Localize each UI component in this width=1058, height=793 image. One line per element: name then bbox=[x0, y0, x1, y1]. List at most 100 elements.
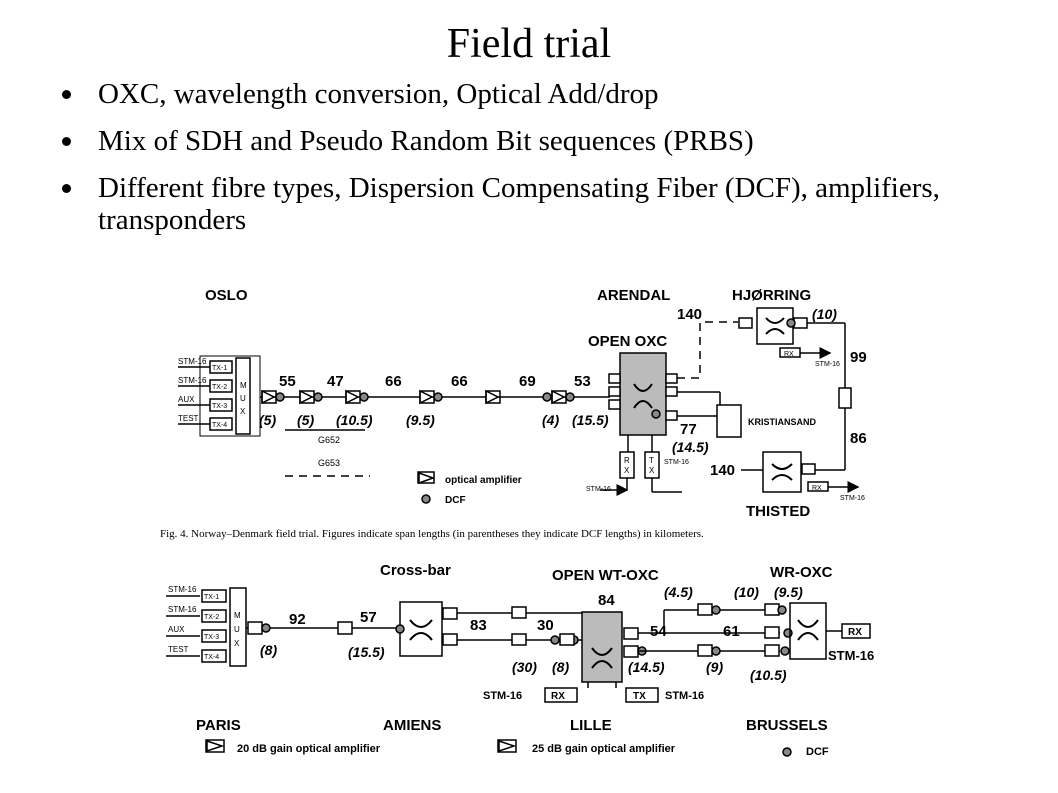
mux-box bbox=[235, 357, 251, 435]
svg-text:TX-1: TX-1 bbox=[204, 594, 219, 601]
dcf-icons bbox=[275, 392, 575, 402]
dcf-label: (10) bbox=[812, 306, 837, 322]
svg-text:TX-4: TX-4 bbox=[212, 422, 227, 429]
dcf-label: (10) bbox=[734, 584, 759, 600]
input-label: TEST bbox=[178, 414, 199, 423]
dcf-label: (15.5) bbox=[572, 412, 609, 428]
dcf-icon bbox=[261, 623, 271, 633]
span-label: 66 bbox=[451, 373, 468, 390]
span-label: 66 bbox=[385, 373, 402, 390]
svg-text:STM-16: STM-16 bbox=[840, 495, 865, 502]
tx-box bbox=[209, 398, 233, 412]
legend-g652: G652 bbox=[318, 435, 340, 445]
bullet-item: Different fibre types, Dispersion Compen… bbox=[58, 172, 1018, 236]
svg-text:T: T bbox=[649, 456, 654, 465]
amplifier-icon bbox=[337, 621, 353, 635]
svg-text:AUX: AUX bbox=[168, 625, 185, 634]
dcf-label: (8) bbox=[552, 659, 569, 675]
node-label-kristiansand: KRISTIANSAND bbox=[748, 417, 817, 427]
span-label: 140 bbox=[677, 306, 702, 323]
svg-text:STM-16: STM-16 bbox=[586, 486, 611, 493]
dcf-label: (5) bbox=[259, 412, 276, 428]
oslo-input-lines bbox=[178, 366, 210, 425]
span-label: 30 bbox=[537, 617, 554, 634]
svg-text:STM-16: STM-16 bbox=[815, 361, 840, 368]
node-label-oslo: OSLO bbox=[205, 287, 248, 304]
oxc-switch-icon bbox=[591, 647, 613, 669]
legend-amp25: 25 dB gain optical amplifier bbox=[532, 743, 676, 755]
span-label: 140 bbox=[710, 462, 735, 479]
svg-text:U: U bbox=[240, 394, 246, 403]
dashed-link bbox=[677, 321, 738, 379]
input-label: AUX bbox=[178, 395, 195, 404]
figure-caption: Fig. 4. Norway–Denmark field trial. Figu… bbox=[160, 528, 704, 540]
dcf-label: (9) bbox=[706, 659, 723, 675]
open-wt-oxc-box bbox=[581, 611, 623, 683]
svg-text:M: M bbox=[240, 381, 247, 390]
dcf-label: (10.5) bbox=[336, 412, 373, 428]
svg-text:TX-3: TX-3 bbox=[212, 403, 227, 410]
legend-g653: G653 bbox=[318, 458, 340, 468]
span-label: 69 bbox=[519, 373, 536, 390]
bullet-list: OXC, wavelength conversion, Optical Add/… bbox=[58, 78, 1018, 251]
dcf-icon bbox=[651, 409, 661, 419]
figure-4-norway-denmark: OSLO STM-16 STM-16 AUX TEST TX-1 TX-2 TX… bbox=[160, 287, 867, 540]
mux-icon bbox=[838, 387, 852, 409]
figure-5-paris-brussels: STM-16 STM-16 AUX TEST TX-1 TX-2 TX-3 TX… bbox=[166, 562, 874, 758]
span-label: 84 bbox=[598, 592, 615, 609]
svg-text:X: X bbox=[240, 407, 246, 416]
crossbar-box bbox=[399, 601, 443, 657]
dcf-label: (8) bbox=[260, 642, 277, 658]
node-label-hjorring: HJØRRING bbox=[732, 287, 811, 304]
dcf-label: (4) bbox=[542, 412, 559, 428]
oxc-switch-icon bbox=[633, 383, 653, 409]
legend-dcf-icon bbox=[421, 494, 431, 504]
span-label: 57 bbox=[360, 609, 377, 626]
amplifier-icon bbox=[247, 621, 263, 635]
span-label: 86 bbox=[850, 430, 867, 447]
amplifier-icon bbox=[801, 463, 816, 475]
node-label-arendal: ARENDAL bbox=[597, 287, 670, 304]
oxc-switch-icon bbox=[409, 619, 433, 641]
dcf-label: (9.5) bbox=[406, 412, 435, 428]
dcf-icon bbox=[786, 318, 796, 328]
wr-oxc-box bbox=[789, 602, 827, 660]
slide-title: Field trial bbox=[446, 21, 612, 67]
svg-text:RX: RX bbox=[812, 485, 822, 492]
svg-text:RX: RX bbox=[784, 351, 794, 358]
amplifier-icon bbox=[738, 317, 753, 329]
svg-text:RX: RX bbox=[551, 691, 565, 702]
dcf-label: (14.5) bbox=[628, 659, 665, 675]
svg-text:U: U bbox=[234, 625, 240, 634]
legend-amp20: 20 dB gain optical amplifier bbox=[237, 743, 381, 755]
span-label: 53 bbox=[574, 373, 591, 390]
dcf-label: (4.5) bbox=[664, 584, 693, 600]
span-label: 61 bbox=[723, 623, 740, 640]
oslo-terminal-frame bbox=[199, 355, 261, 437]
span-label: 54 bbox=[650, 623, 667, 640]
svg-text:TX-1: TX-1 bbox=[212, 365, 227, 372]
amplifier-icon bbox=[793, 317, 808, 329]
oxc-switch-icon bbox=[771, 463, 793, 481]
bullet-item: OXC, wavelength conversion, Optical Add/… bbox=[58, 78, 1018, 110]
span-label: 83 bbox=[470, 617, 487, 634]
node-label-paris: PARIS bbox=[196, 717, 241, 734]
dcf-label: (14.5) bbox=[672, 439, 709, 455]
dcf-label: (9.5) bbox=[774, 584, 803, 600]
bullet-dot-icon bbox=[62, 90, 71, 99]
tx-box bbox=[625, 687, 659, 703]
dcf-label: (30) bbox=[512, 659, 537, 675]
svg-text:TX: TX bbox=[633, 691, 646, 702]
open-oxc-box bbox=[619, 352, 667, 436]
span-label: 47 bbox=[327, 373, 344, 390]
oxc-port-amps bbox=[608, 373, 678, 421]
bullet-item: Mix of SDH and Pseudo Random Bit sequenc… bbox=[58, 125, 1018, 157]
mux-box bbox=[229, 587, 247, 667]
thisted-oxc-box bbox=[762, 451, 802, 493]
bullet-dot-icon bbox=[62, 184, 71, 193]
tx-box bbox=[209, 417, 233, 431]
svg-text:STM-16: STM-16 bbox=[168, 585, 197, 594]
svg-text:X: X bbox=[624, 466, 630, 475]
bullet-dot-icon bbox=[62, 137, 71, 146]
